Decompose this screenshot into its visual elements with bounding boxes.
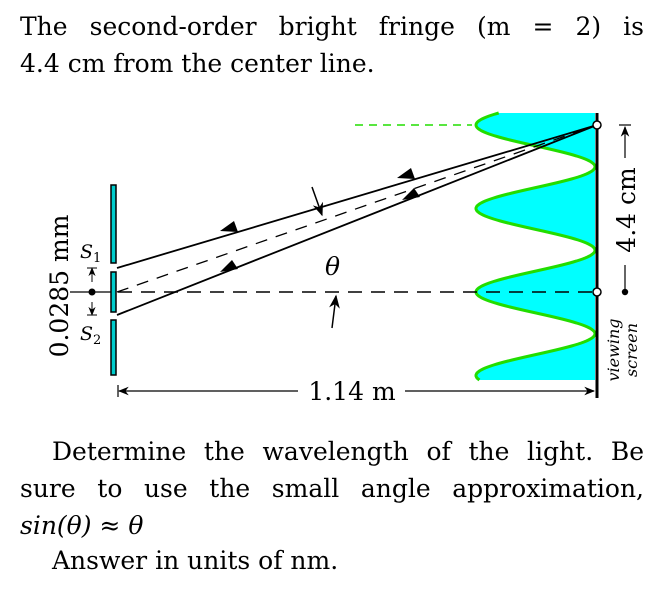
ray-from-s2 <box>116 124 598 316</box>
center-point <box>592 287 602 297</box>
question-line-3: sin(θ) ≈ θ <box>20 511 144 540</box>
question-line-1: Determine the wavelength of the light. B… <box>52 437 644 466</box>
screen-label-2: screen <box>622 323 641 377</box>
answer-units: Answer in units of nm. <box>52 546 339 575</box>
angle-arrow-bottom <box>329 294 340 329</box>
barrier-top <box>110 184 117 264</box>
fringe-intensity-curve <box>474 111 597 382</box>
fringe-dim-dot <box>621 288 629 296</box>
ray-arrow <box>220 221 238 232</box>
intro-line-2: 4.4 cm from the center line. <box>20 49 375 78</box>
fringe-point <box>592 120 602 130</box>
slit1-letter: S <box>80 241 93 263</box>
intro-line-1: The second-order bright fringe (m = 2) i… <box>20 12 644 41</box>
fringe-distance-label: 4.4 cm <box>612 167 641 253</box>
slit-separation-label: 0.0285 mm <box>45 214 74 357</box>
screen-label-1: viewing <box>604 319 623 382</box>
slit2-subscript: 2 <box>93 333 101 348</box>
angle-arrow-top <box>311 186 323 217</box>
slit1-label: S1 <box>80 241 101 266</box>
barrier-middle <box>110 271 117 313</box>
ray-arrow <box>402 188 420 200</box>
separation-dot <box>88 288 96 296</box>
ray-arrow <box>397 168 415 179</box>
slit1-subscript: 1 <box>93 251 101 266</box>
question-line-2: sure to use the small angle approximatio… <box>20 474 644 503</box>
ray-center <box>116 124 598 293</box>
slit2-label: S2 <box>80 323 101 348</box>
angle-label: θ <box>325 252 340 281</box>
ray-from-s1 <box>116 124 598 269</box>
barrier-bottom <box>110 319 117 376</box>
ray-arrow <box>220 260 238 272</box>
distance-label: 1.14 m <box>308 377 396 406</box>
slit2-letter: S <box>80 323 93 345</box>
